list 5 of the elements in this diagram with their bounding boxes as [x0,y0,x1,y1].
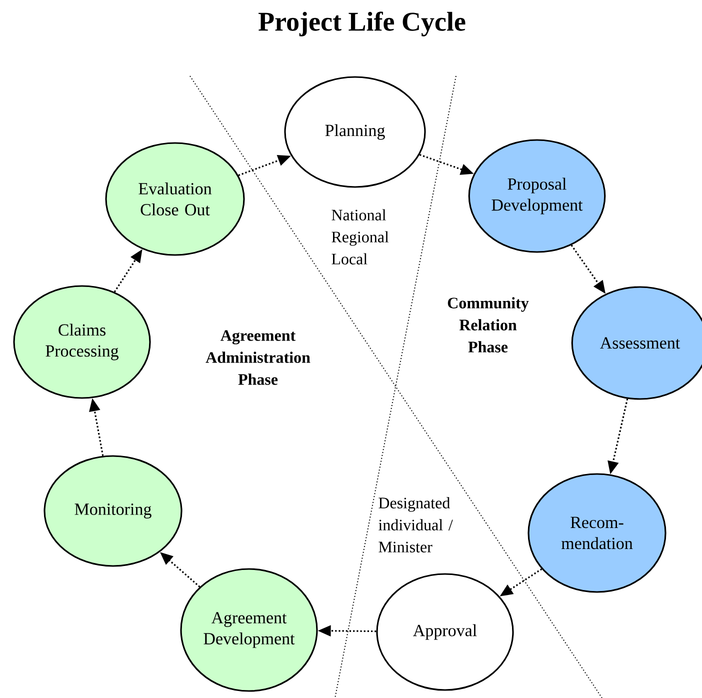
phase-label: Agreement Administration Phase [206,330,310,385]
note-text: National Regional Local [332,209,389,264]
phase-label: Community Relation Phase [448,297,529,352]
title: Project Life Cycle [258,12,466,36]
note-text: Designated individual / Minister [378,497,453,552]
